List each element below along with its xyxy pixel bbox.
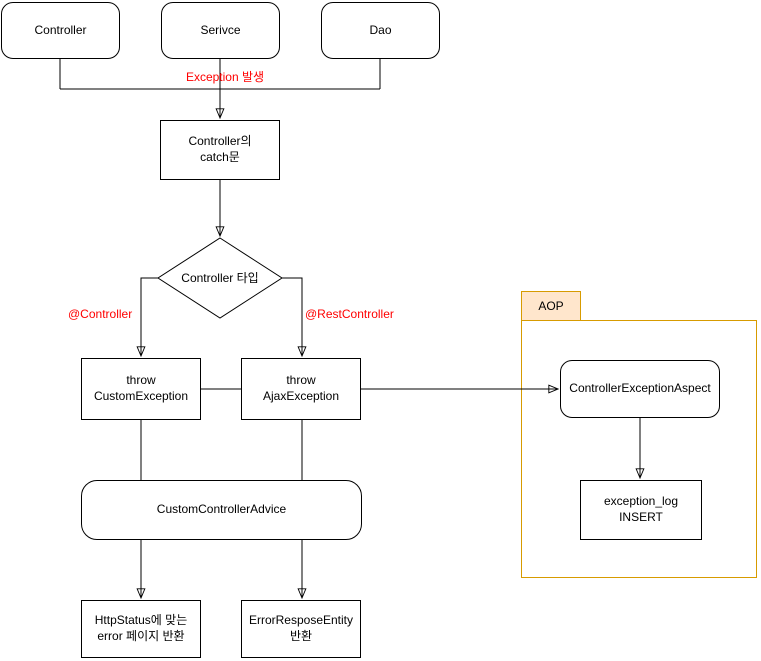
node-controller-exception-aspect-label: ControllerExceptionAspect <box>569 381 711 396</box>
node-decision-label: Controller 타입 <box>181 271 259 285</box>
node-controller-label: Controller <box>34 22 87 37</box>
edge-label-controller-annotation: @Controller <box>68 307 133 321</box>
node-throw-custom-exception-label: throw CustomException <box>93 373 189 403</box>
aop-container <box>521 320 757 578</box>
node-catch-block-label: Controller의 catch문 <box>188 134 252 164</box>
edge-label-exception-occurred: Exception 발생 <box>185 70 265 84</box>
aop-container-label: AOP <box>538 299 564 313</box>
edge-label-rest-controller-annotation: @RestController <box>305 307 394 321</box>
node-service-label: Serivce <box>200 22 241 37</box>
node-exception-log-insert: exception_log INSERT <box>580 480 702 540</box>
node-http-status-error-page: HttpStatus에 맞는 error 페이지 반환 <box>81 600 201 658</box>
node-dao: Dao <box>321 2 440 59</box>
node-dao-label: Dao <box>369 22 392 37</box>
node-throw-ajax-exception: throw AjaxException <box>241 358 361 420</box>
node-custom-controller-advice-label: CustomControllerAdvice <box>156 502 287 517</box>
node-error-response-entity: ErrorResposeEntity 반환 <box>241 600 361 658</box>
node-controller-exception-aspect: ControllerExceptionAspect <box>560 360 720 418</box>
aop-container-tab: AOP <box>521 291 581 321</box>
decision-diamond-shape <box>157 237 283 319</box>
node-custom-controller-advice: CustomControllerAdvice <box>81 480 362 540</box>
node-error-response-entity-label: ErrorResposeEntity 반환 <box>248 613 354 643</box>
node-throw-custom-exception: throw CustomException <box>81 358 201 420</box>
node-http-status-error-page-label: HttpStatus에 맞는 error 페이지 반환 <box>94 613 188 643</box>
node-controller: Controller <box>1 2 120 59</box>
edge-decision-to-throw-custom <box>141 277 158 356</box>
node-service: Serivce <box>161 2 280 59</box>
edge-decision-to-throw-ajax <box>282 277 302 356</box>
node-exception-log-insert-label: exception_log INSERT <box>603 494 679 524</box>
node-throw-ajax-exception-label: throw AjaxException <box>262 373 340 403</box>
node-catch-block: Controller의 catch문 <box>160 120 280 180</box>
